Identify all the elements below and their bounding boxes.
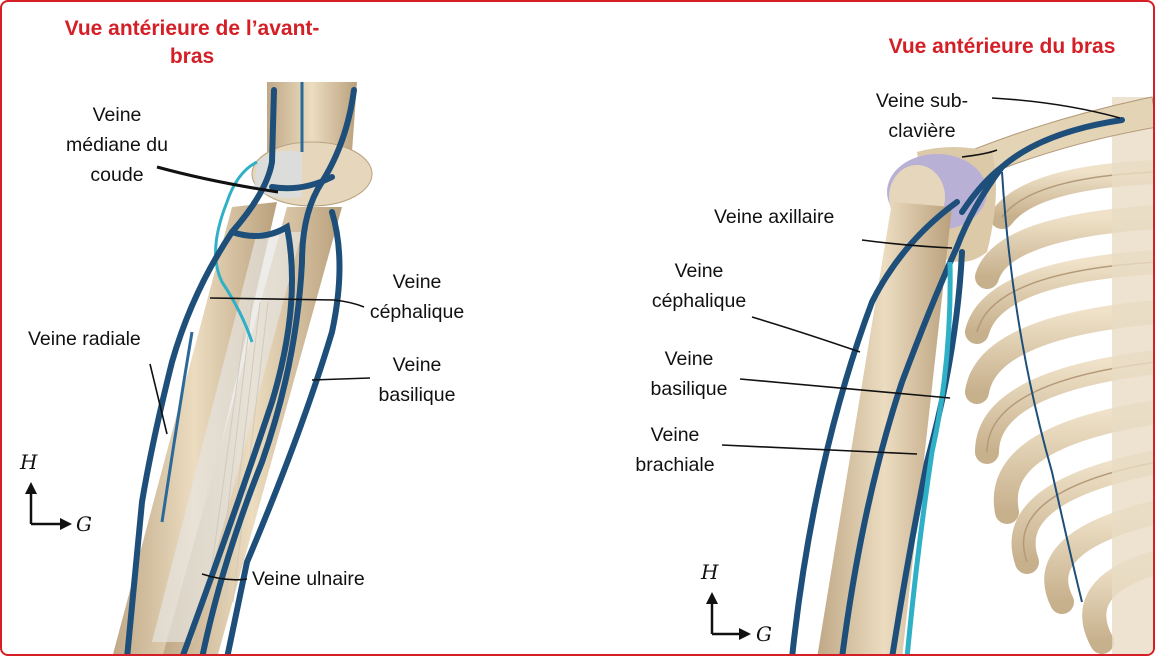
label-line: Veine xyxy=(634,256,764,286)
label-left-veine-basilique: Veine basilique xyxy=(352,350,482,410)
left-title-line2: bras xyxy=(12,43,372,71)
right-axis-up-label: H xyxy=(701,560,718,584)
left-panel-title: Vue antérieure de l’avant- bras xyxy=(12,15,372,71)
right-axis-right-label: G xyxy=(756,622,772,646)
label-line: Veine xyxy=(52,100,182,130)
arm-ribcage-illustration xyxy=(792,97,1155,656)
right-panel-title: Vue antérieure du bras xyxy=(852,33,1152,61)
right-orientation-arrows xyxy=(706,592,751,640)
label-right-veine-cephalique: Veine céphalique xyxy=(634,256,764,316)
label-line: Veine xyxy=(352,350,482,380)
label-line: médiane du xyxy=(52,130,182,160)
label-right-veine-basilique: Veine basilique xyxy=(624,344,754,404)
label-line: brachiale xyxy=(610,450,740,480)
label-veine-brachiale: Veine brachiale xyxy=(610,420,740,480)
label-line: basilique xyxy=(352,380,482,410)
label-line: Veine sub- xyxy=(847,86,997,116)
label-line: céphalique xyxy=(352,297,482,327)
left-axis-right-label: G xyxy=(76,512,92,536)
label-left-veine-cephalique: Veine céphalique xyxy=(352,267,482,327)
left-title-line1: Vue antérieure de l’avant- xyxy=(12,15,372,43)
label-line: Veine xyxy=(610,420,740,450)
label-line: céphalique xyxy=(634,286,764,316)
label-line: basilique xyxy=(624,374,754,404)
label-veine-radiale: Veine radiale xyxy=(28,324,141,354)
label-line: Veine xyxy=(352,267,482,297)
left-orientation-arrows xyxy=(25,482,72,530)
left-axis-up-label: H xyxy=(20,450,37,474)
label-veine-ulnaire: Veine ulnaire xyxy=(252,564,365,594)
label-line: coude xyxy=(52,160,182,190)
label-line: clavière xyxy=(847,116,997,146)
label-line: Veine xyxy=(624,344,754,374)
label-veine-axillaire: Veine axillaire xyxy=(714,202,834,232)
label-veine-sub-claviere: Veine sub- clavière xyxy=(847,86,997,146)
label-veine-mediane-du-coude: Veine médiane du coude xyxy=(52,100,182,190)
